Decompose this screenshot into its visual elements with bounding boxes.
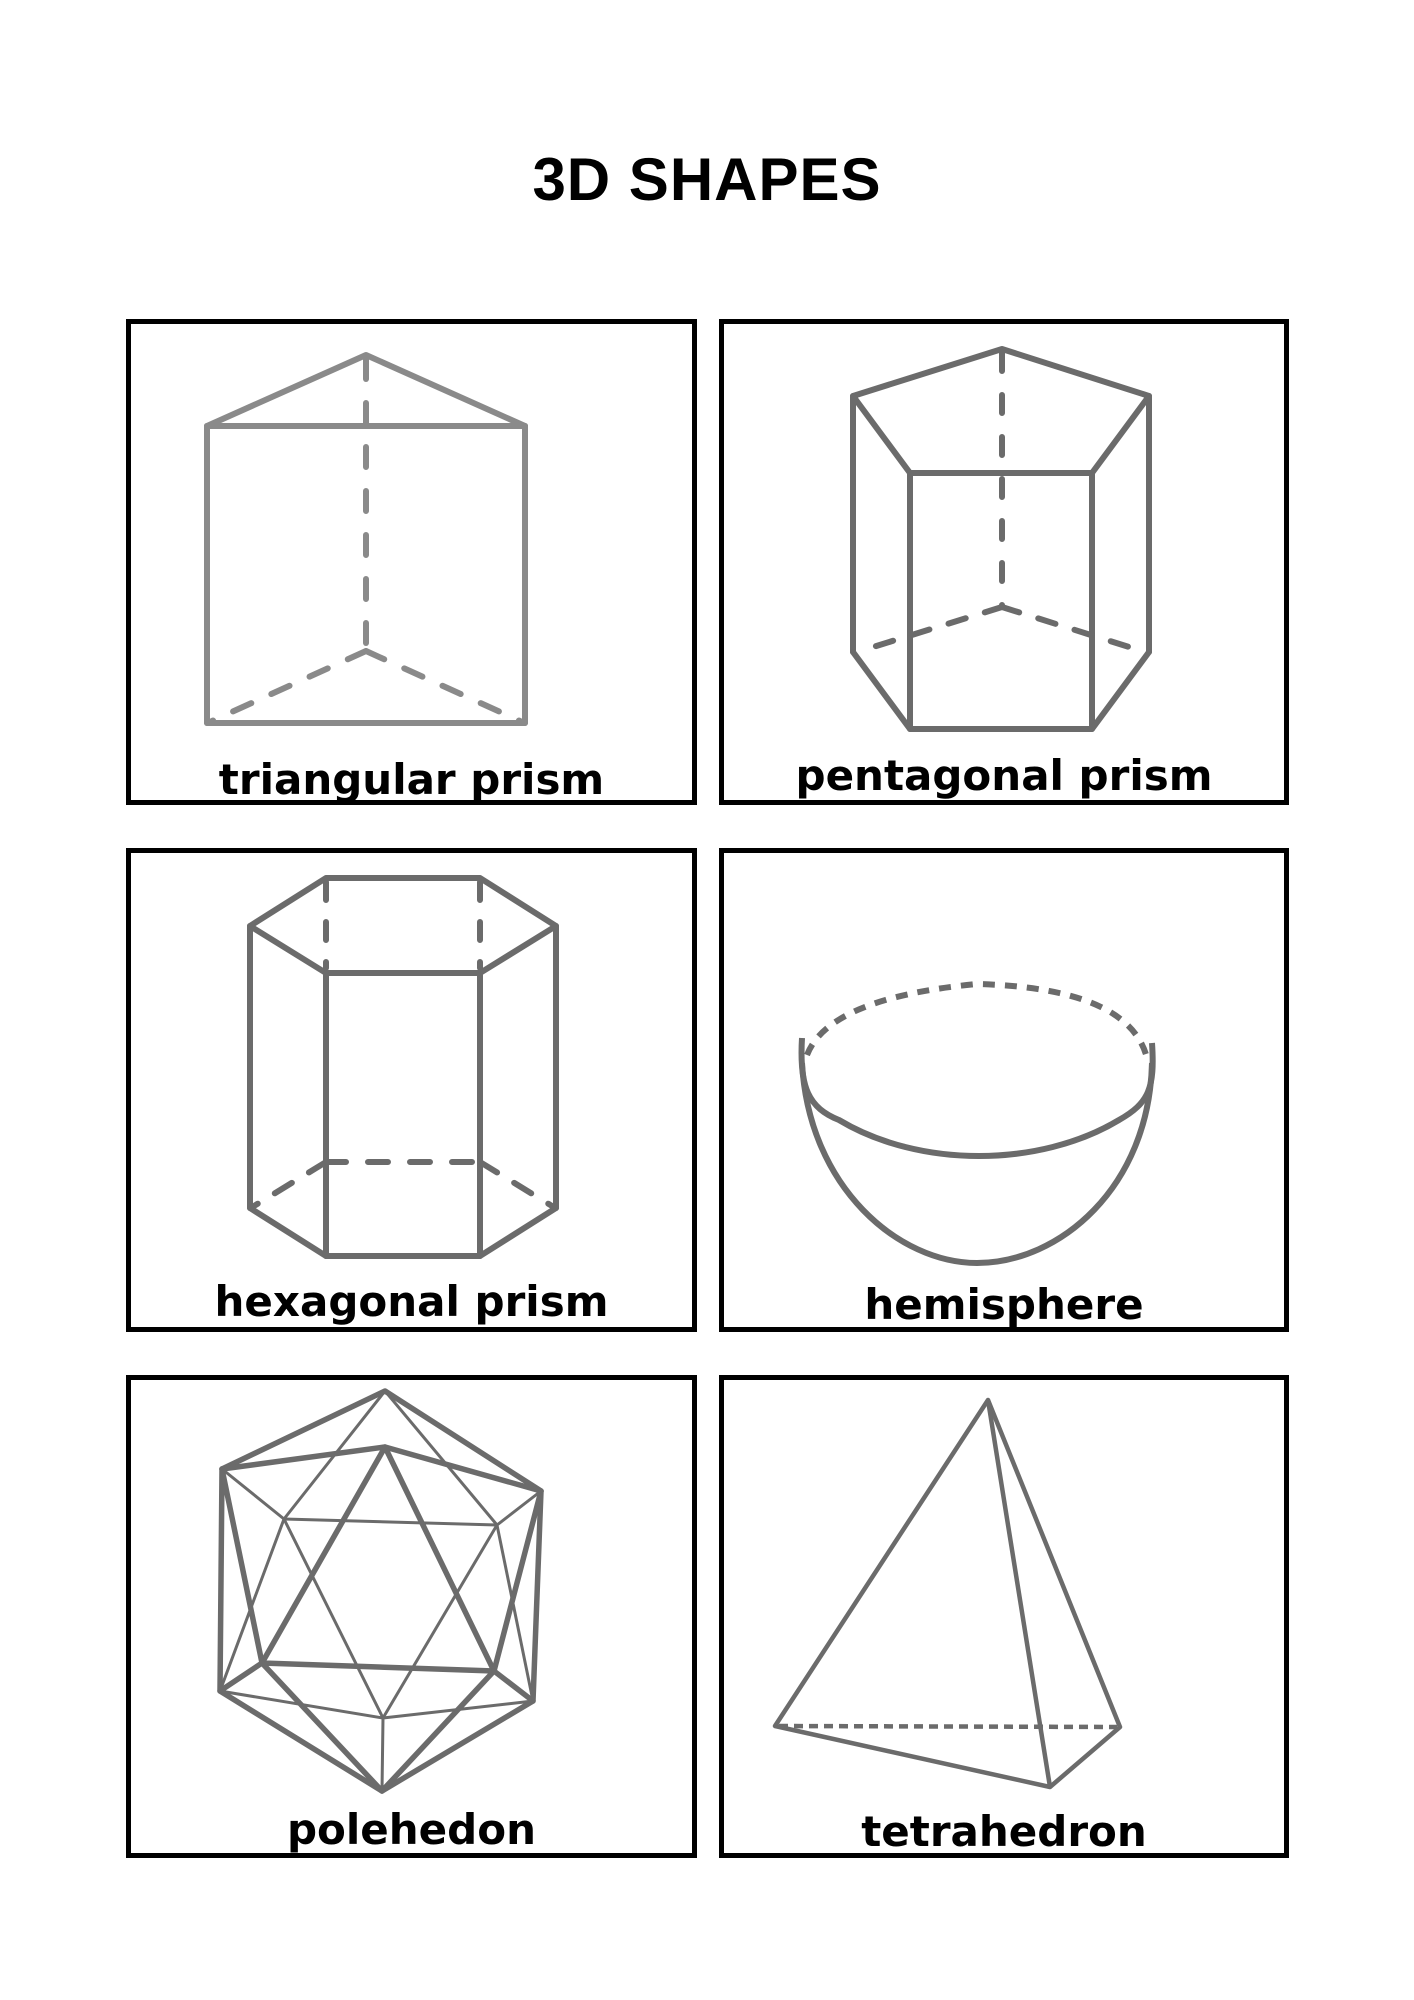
polyhedron-icon — [217, 1388, 544, 1794]
pentagonal-prism-icon — [850, 346, 1152, 732]
hexagonal-prism-icon — [247, 875, 559, 1259]
card-hemisphere: hemisphere — [719, 848, 1289, 1332]
hemisphere-icon — [798, 980, 1156, 1267]
card-hexagonal-prism: hexagonal prism — [126, 848, 697, 1332]
tetrahedron-icon — [772, 1397, 1123, 1790]
card-pentagonal-prism: pentagonal prism — [719, 319, 1289, 805]
card-label: polehedon — [286, 1805, 536, 1854]
card-label: hexagonal prism — [214, 1277, 609, 1326]
page-title: 3D SHAPES — [532, 146, 882, 213]
card-label: triangular prism — [218, 755, 605, 804]
triangular-prism-icon — [204, 352, 528, 726]
card-label: pentagonal prism — [795, 751, 1213, 800]
card-label: tetrahedron — [861, 1807, 1147, 1856]
card-tetrahedron: tetrahedron — [719, 1375, 1289, 1858]
card-triangular-prism: triangular prism — [126, 319, 697, 805]
card-label: hemisphere — [864, 1280, 1144, 1329]
card-polyhedron: polehedon — [126, 1375, 697, 1858]
